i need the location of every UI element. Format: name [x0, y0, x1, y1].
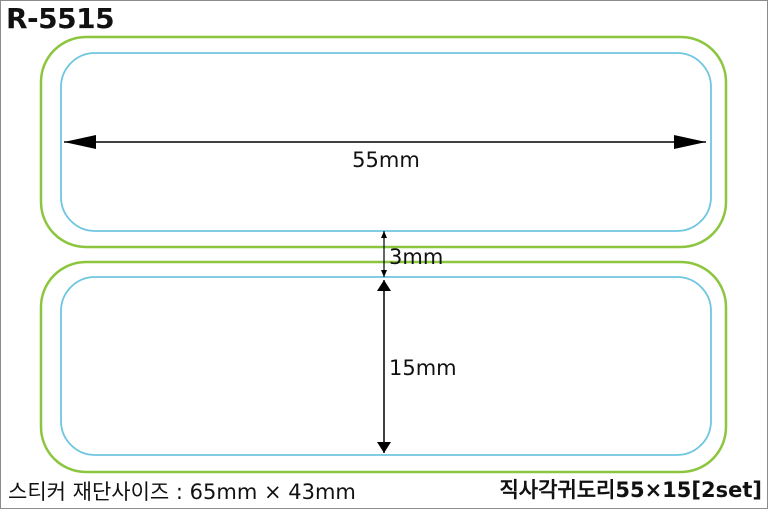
- width-label: 55mm: [352, 148, 420, 172]
- height-label: 15mm: [389, 356, 457, 380]
- width-dimension: 55mm: [64, 135, 706, 172]
- cut-size-label: 스티커 재단사이즈 : 65mm × 43mm: [8, 480, 356, 504]
- product-name: 직사각귀도리55×15[2set]: [499, 478, 762, 502]
- gap-arrow-up-icon: [381, 231, 387, 238]
- height-arrow-down-icon: [377, 442, 391, 453]
- gap-arrow-down-icon: [381, 270, 387, 277]
- model-code: R-5515: [6, 2, 115, 35]
- height-arrow-up-icon: [377, 280, 391, 291]
- height-dimension: 15mm: [377, 280, 457, 453]
- width-arrow-right-icon: [674, 135, 706, 149]
- gap-dimension: 3mm: [381, 231, 443, 277]
- gap-label: 3mm: [389, 245, 443, 269]
- width-arrow-left-icon: [64, 135, 96, 149]
- top-label-safe-line: [60, 52, 712, 232]
- bottom-label-safe-line: [60, 276, 712, 456]
